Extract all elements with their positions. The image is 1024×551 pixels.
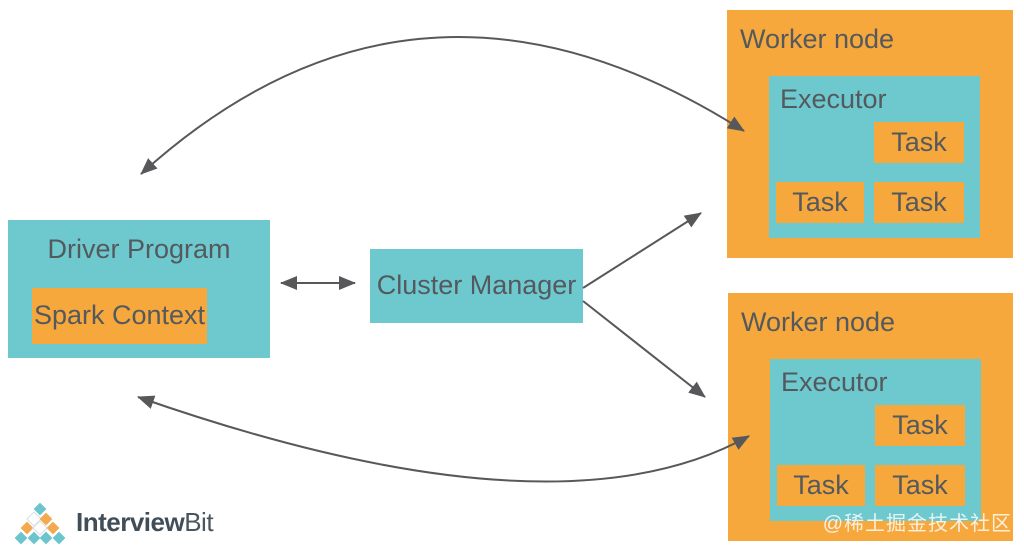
arrow-cluster-worker1 xyxy=(582,212,702,289)
worker-node-1-box: Worker node Executor Task Task Task xyxy=(727,10,1013,258)
task-label: Task xyxy=(892,409,948,440)
arrow-driver-worker1 xyxy=(140,36,745,175)
driver-program-title: Driver Program xyxy=(47,234,231,264)
task-label: Task xyxy=(892,469,948,500)
task-box: Task xyxy=(776,182,864,223)
spark-context-label: Spark Context xyxy=(33,300,206,331)
driver-program-box: Driver Program Spark Context xyxy=(8,220,270,358)
watermark-text: @稀土掘金技术社区 xyxy=(822,513,1012,535)
task-label: Task xyxy=(891,126,947,157)
cluster-manager-label: Cluster Manager xyxy=(376,270,577,301)
task-box: Task xyxy=(874,182,964,223)
task-label: Task xyxy=(891,186,947,217)
arrow-driver-worker2 xyxy=(137,395,750,483)
arrow-cluster-worker2 xyxy=(582,300,706,398)
worker-node-2-box: Worker node Executor Task Task Task xyxy=(728,293,1013,541)
executor-1-box: Executor Task Task Task xyxy=(769,76,980,238)
task-label: Task xyxy=(793,469,849,500)
executor-1-label: Executor xyxy=(780,84,887,114)
task-box: Task xyxy=(875,405,965,446)
worker-node-2-title: Worker node xyxy=(741,307,896,337)
brand-bold-text: Interview xyxy=(76,507,185,537)
worker-node-1-title: Worker node xyxy=(740,24,895,54)
spark-context-box: Spark Context xyxy=(32,288,207,344)
task-box: Task xyxy=(777,465,865,506)
cluster-manager-box: Cluster Manager xyxy=(370,249,583,323)
executor-2-box: Executor Task Task Task xyxy=(770,359,981,521)
task-box: Task xyxy=(875,465,965,506)
task-label: Task xyxy=(792,186,848,217)
diamond-pyramid-icon xyxy=(14,502,66,546)
task-box: Task xyxy=(874,122,964,163)
executor-2-label: Executor xyxy=(781,367,888,397)
interviewbit-wordmark: InterviewBit xyxy=(76,507,214,538)
brand-light-text: Bit xyxy=(184,507,214,537)
